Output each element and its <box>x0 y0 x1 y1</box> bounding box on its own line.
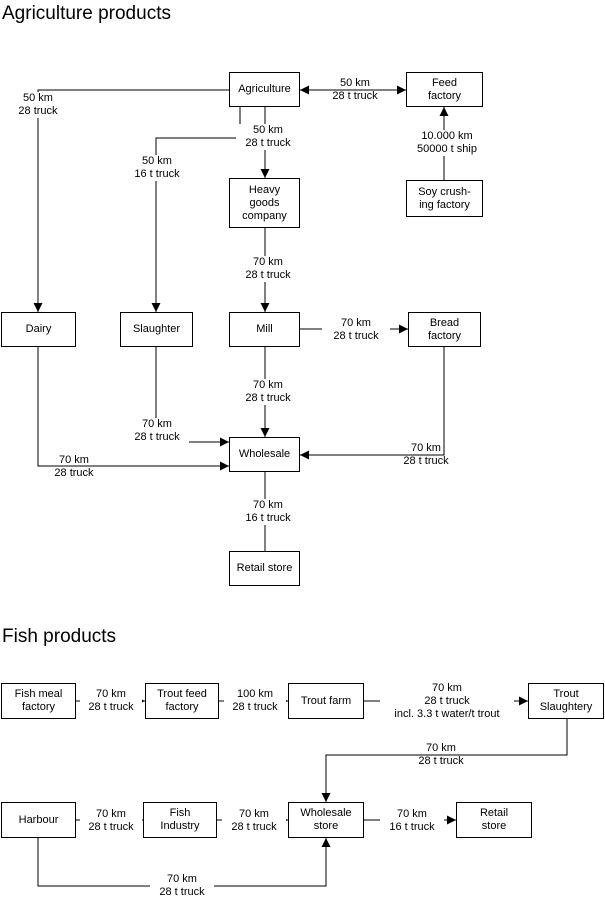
node-dairy: Dairy <box>1 312 76 347</box>
node-wholesale: Wholesale <box>229 437 300 472</box>
label-troutfeed-farm: 100 km 28 t truck <box>224 688 286 714</box>
arrow-agriculture-slaughter <box>151 107 241 312</box>
label-soy-feed: 10.000 km 50000 t ship <box>409 130 485 156</box>
label-heavy-mill: 70 km 28 t truck <box>236 256 300 282</box>
label-dairy-wholesale: 70 km 28 truck <box>54 454 94 479</box>
label-harbour-wholesale: 70 km 28 t truck <box>150 873 214 899</box>
node-wholesale-store: Wholesale store <box>288 802 364 838</box>
label-harbour-fishind: 70 km 28 t truck <box>80 808 142 834</box>
label-agriculture-slaughter: 50 km 16 t truck <box>125 155 189 181</box>
node-retail-store-fish: Retail store <box>456 802 532 838</box>
label-mill-bread: 70 km 28 t truck <box>322 317 390 343</box>
label-agriculture-dairy: 50 km 28 truck <box>6 92 70 118</box>
node-slaughter: Slaughter <box>120 312 193 347</box>
label-wholesale-retail: 70 km 16 t truck <box>236 499 300 525</box>
node-bread-factory: Bread factory <box>408 312 481 347</box>
label-fishind-wholesale: 70 km 28 t truck <box>222 808 286 834</box>
label-wholesale-retail-fish: 70 km 16 t truck <box>380 808 444 834</box>
node-mill: Mill <box>229 312 300 347</box>
node-soy-crushing-factory: Soy crush- ing factory <box>406 180 483 217</box>
arrow-slaughtery-wholesale <box>321 719 568 802</box>
label-slaughtery-wholesale: 70 km 28 t truck <box>418 742 464 767</box>
label-bread-wholesale: 70 km 28 t truck <box>403 442 449 467</box>
fish-section-title: Fish products <box>2 626 117 647</box>
arrow-agriculture-dairy <box>33 89 229 312</box>
label-mill-wholesale: 70 km 28 t truck <box>236 379 300 405</box>
node-retail-store: Retail store <box>229 551 300 586</box>
agriculture-section-title: Agriculture products <box>2 3 171 24</box>
arrow-dairy-wholesale <box>37 347 229 471</box>
node-trout-farm: Trout farm <box>288 683 364 719</box>
node-agriculture: Agriculture <box>229 72 300 107</box>
node-feed-factory: Feed factory <box>406 72 483 107</box>
node-fish-meal-factory: Fish meal factory <box>1 683 76 719</box>
node-fish-industry: Fish Industry <box>143 802 217 838</box>
node-trout-slaughtery: Trout Slaughtery <box>528 683 604 719</box>
node-harbour: Harbour <box>1 802 76 838</box>
label-agriculture-heavy: 50 km 28 t truck <box>236 124 300 150</box>
arrow-bread-wholesale <box>300 347 445 460</box>
label-slaughter-wholesale: 70 km 28 t truck <box>125 418 189 444</box>
label-agriculture-feed: 50 km 28 t truck <box>332 77 378 102</box>
node-heavy-goods-company: Heavy goods company <box>229 178 300 228</box>
label-farm-slaughtery: 70 km 28 t truck incl. 3.3 t water/t tro… <box>380 682 514 721</box>
label-fishmeal-troutfeed: 70 km 28 t truck <box>80 688 142 714</box>
node-trout-feed-factory: Trout feed factory <box>145 683 219 719</box>
